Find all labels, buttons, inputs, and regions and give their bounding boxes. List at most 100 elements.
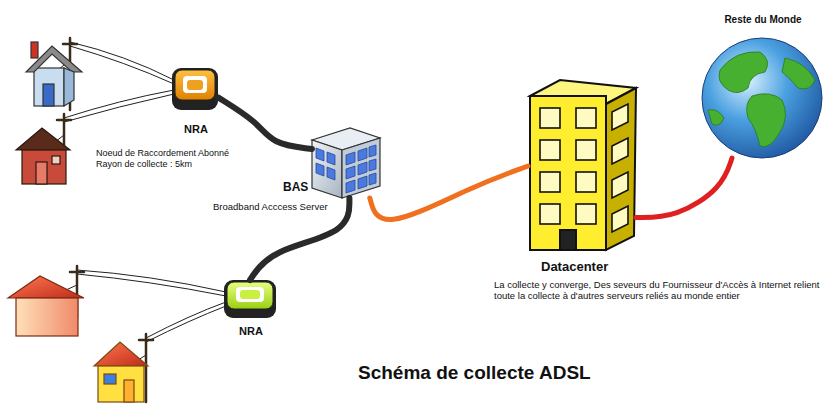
nra-cabinet-part <box>172 68 218 110</box>
node-note: Rayon de collecte : 5km <box>95 159 193 169</box>
datacenter-building-part-part <box>576 172 596 192</box>
nra-cabinet-part <box>175 70 215 100</box>
datacenter-building-part-part <box>576 108 596 128</box>
nra-node: NRANoeud de Raccordement AbonnéRayon de … <box>172 68 218 110</box>
house-grey-part <box>34 68 64 106</box>
datacenter-building-part <box>560 230 576 250</box>
house-red-roof-part <box>8 276 84 298</box>
server-building-part-part <box>358 148 367 161</box>
datacenter-building-part-part <box>612 172 628 198</box>
node-heading: Datacenter <box>540 260 609 275</box>
house-grey-part <box>26 46 82 72</box>
copper-cable <box>218 97 312 149</box>
house-yellow <box>94 342 148 402</box>
server-building-part-part <box>346 180 355 193</box>
utility-pole <box>57 38 153 402</box>
server-building-part-part <box>369 159 376 171</box>
server-building-part-part <box>346 166 355 179</box>
house-yellow-part <box>124 380 134 402</box>
globe-part-part <box>708 110 724 125</box>
node-heading: BAS <box>282 181 309 195</box>
node-note: Broadband Acccess Server <box>212 202 329 213</box>
datacenter-building-part-part <box>540 108 560 128</box>
fiber-cable <box>370 166 528 220</box>
utility-pole-part <box>70 271 84 274</box>
datacenter-building-part-part <box>540 172 560 192</box>
server-building-part-part <box>327 167 335 180</box>
nra-cabinet <box>224 280 276 318</box>
utility-pole-part <box>63 43 77 46</box>
datacenter-building-part-part <box>540 204 560 224</box>
globe-part-part <box>782 58 815 89</box>
globe-node: Reste du Monde <box>702 38 822 158</box>
utility-pole-part <box>145 334 148 402</box>
bas-node: BASBroadband Acccess Server <box>312 128 380 198</box>
server-building-part <box>312 140 342 198</box>
server-building-part-part <box>327 152 335 165</box>
datacenter-building-part-part <box>612 138 628 164</box>
server-building-part-part <box>369 145 376 157</box>
drop-wires-part <box>77 270 226 292</box>
house-brown-part <box>36 162 47 184</box>
server-building-part-part <box>369 173 376 185</box>
datacenter-building-part-part <box>576 140 596 160</box>
datacenter-building-part-part <box>612 206 628 232</box>
diagram-title: Schéma de collecte ADSL <box>358 362 591 384</box>
server-building <box>312 128 380 198</box>
drop-wires-part <box>70 42 174 80</box>
server-building-part-part <box>358 162 367 175</box>
house-brown-part <box>22 150 66 184</box>
node-note: Noeud de Raccordement Abonné <box>95 148 230 158</box>
datacenter-building-part-part <box>576 204 596 224</box>
house-brown <box>16 128 70 184</box>
server-building-part-part <box>358 176 367 189</box>
globe-part-part <box>719 52 768 93</box>
datacenter-building <box>530 80 636 250</box>
globe-part <box>708 52 815 147</box>
drop-wires <box>55 42 226 362</box>
node-heading: Reste du Monde <box>702 14 824 26</box>
house-brown-part <box>52 156 60 164</box>
drop-wires-part <box>70 46 174 84</box>
server-building-part-part <box>346 152 355 165</box>
nra-cabinet-part <box>183 76 207 93</box>
datacenter-building-part <box>606 88 636 250</box>
server-building-part-part <box>316 148 324 161</box>
node-note: La collecte y converge, Des seveurs du F… <box>493 280 835 302</box>
datacenter-node: DatacenterLa collecte y converge, Des se… <box>528 80 636 252</box>
house-yellow-part <box>104 374 116 384</box>
house-grey-part <box>64 68 74 106</box>
house-grey <box>26 42 82 106</box>
house-red-roof-part <box>16 298 78 336</box>
nra-cabinet-part <box>224 280 276 318</box>
nra-cabinet-part <box>227 282 273 309</box>
nra-node: NRA <box>224 280 276 318</box>
datacenter-building-part <box>540 104 628 232</box>
nra-cabinet-part <box>240 290 260 299</box>
drop-wires-part <box>146 302 226 338</box>
house-brown-part <box>16 128 70 150</box>
drop-wires-part <box>64 90 174 118</box>
node-heading: NRA <box>162 123 230 136</box>
nra-cabinet <box>172 68 218 110</box>
globe <box>702 38 822 158</box>
globe-part-part <box>747 94 786 147</box>
house-grey-part <box>31 42 38 58</box>
node-heading: NRA <box>217 325 285 338</box>
nra-cabinet-part <box>187 80 203 90</box>
utility-pole-part <box>57 119 71 122</box>
datacenter-building-part-part <box>612 104 628 130</box>
drop-wires-part <box>64 94 174 122</box>
server-building-part <box>342 138 380 198</box>
server-building-part <box>316 145 376 193</box>
server-building-part-part <box>316 163 324 176</box>
house-red-roof <box>8 276 84 336</box>
nra-cabinet-part <box>236 287 264 302</box>
house-grey-part <box>43 84 54 106</box>
drop-wires-part <box>77 274 226 296</box>
house-yellow-part <box>94 342 148 366</box>
house-yellow-part <box>98 366 144 402</box>
fiber-cable <box>636 158 732 218</box>
